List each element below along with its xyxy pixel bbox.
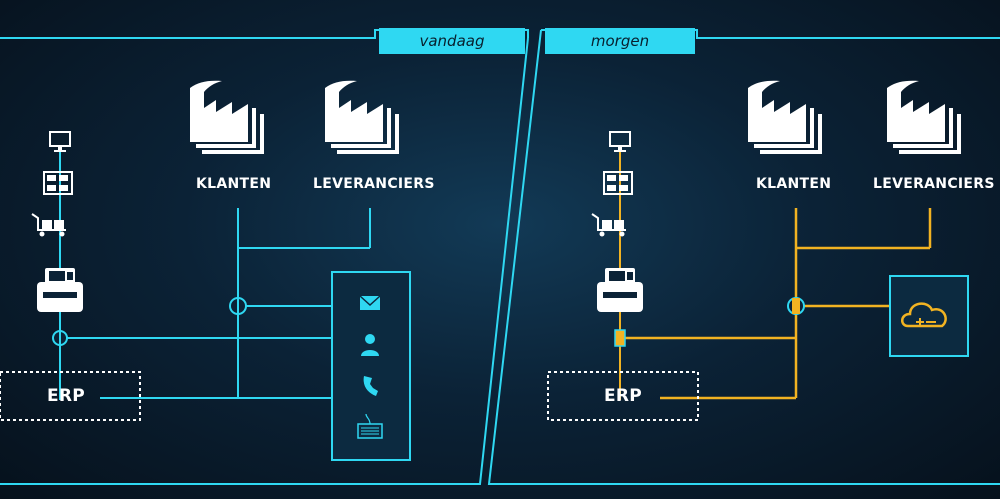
phone-icon: [363, 376, 378, 396]
tab-vandaag: vandaag: [379, 28, 525, 54]
today-shopfloor: [31, 131, 83, 312]
tomorrow-erp-box: [547, 371, 699, 421]
factory-icon: [748, 80, 822, 154]
today-customers-label: KLANTEN: [196, 176, 272, 192]
factory-icon: [190, 80, 264, 154]
tomorrow-connections: [620, 208, 932, 400]
tomorrow-erp-label: ERP: [604, 386, 643, 406]
factory-icon: [887, 80, 961, 154]
factory-icon: [325, 80, 399, 154]
panel-frames: [0, 29, 1000, 485]
tomorrow-cloud-box: [889, 275, 969, 357]
user-icon: [361, 334, 379, 356]
tomorrow-junctions: [614, 297, 805, 347]
today-junctions: [52, 297, 247, 346]
envelope-icon: [359, 295, 381, 310]
keyboard-icon: [357, 413, 383, 439]
today-erp-label: ERP: [47, 386, 86, 406]
tomorrow-suppliers-label: LEVERANCIERS: [873, 176, 995, 192]
today-erp-box: [0, 371, 141, 421]
cloud-plug-icon: [901, 302, 947, 328]
tomorrow-customers-label: KLANTEN: [756, 176, 832, 192]
today-suppliers-label: LEVERANCIERS: [313, 176, 435, 192]
tomorrow-shopfloor: [591, 131, 643, 312]
tab-morgen: morgen: [545, 28, 695, 54]
